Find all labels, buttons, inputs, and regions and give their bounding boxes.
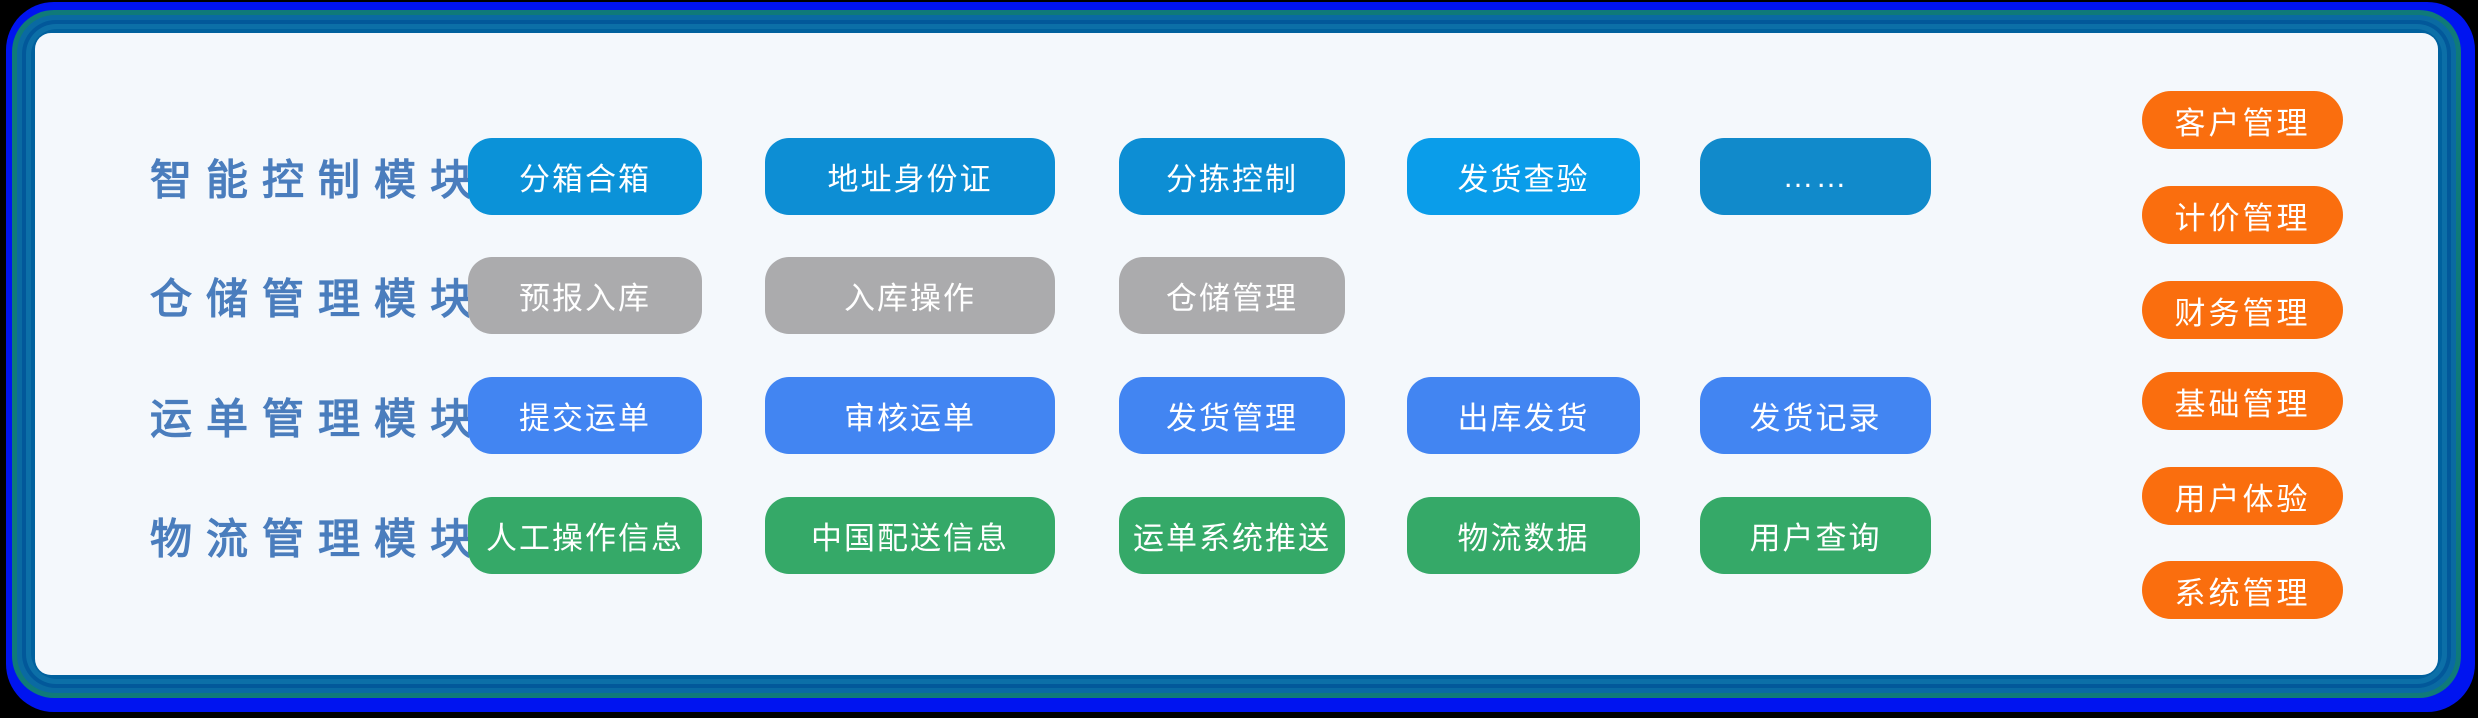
module-pill: 用户查询 [1700,497,1931,574]
module-pill: 提交运单 [468,377,702,454]
diagram-panel: 智能控制模块 分箱合箱 地址身份证 分拣控制 发货查验 …… 仓储管理模块 预报… [35,33,2438,675]
module-pill: 审核运单 [765,377,1055,454]
module-pill: 入库操作 [765,257,1055,334]
module-pill: 预报入库 [468,257,702,334]
frame-teal-ring: 智能控制模块 分箱合箱 地址身份证 分拣控制 发货查验 …… 仓储管理模块 预报… [12,10,2461,698]
row-label-logistics: 物流管理模块 [150,515,487,562]
frame-outer-ring: 智能控制模块 分箱合箱 地址身份证 分拣控制 发货查验 …… 仓储管理模块 预报… [6,2,2475,712]
module-row-waybill: 运单管理模块 提交运单 审核运单 发货管理 出库发货 发货记录 [35,377,2438,454]
module-pill-ellipsis: …… [1700,138,1931,215]
frame-stripe-ring: 智能控制模块 分箱合箱 地址身份证 分拣控制 发货查验 …… 仓储管理模块 预报… [22,20,2451,688]
module-pill: 人工操作信息 [468,497,702,574]
side-pill-pricing-mgmt: 计价管理 [2142,186,2343,244]
module-pill: 出库发货 [1407,377,1640,454]
row-label-waybill: 运单管理模块 [150,395,487,442]
side-pill-finance-mgmt: 财务管理 [2142,281,2343,339]
module-pill: 分箱合箱 [468,138,702,215]
module-row-smart-control: 智能控制模块 分箱合箱 地址身份证 分拣控制 发货查验 …… [35,138,2438,215]
side-pill-basic-mgmt: 基础管理 [2142,372,2343,430]
side-pill-user-experience: 用户体验 [2142,467,2343,525]
module-pill: 发货管理 [1119,377,1345,454]
module-pill: 仓储管理 [1119,257,1345,334]
module-pill: 物流数据 [1407,497,1640,574]
module-pill: 运单系统推送 [1119,497,1345,574]
row-label-smart-control: 智能控制模块 [150,156,487,203]
module-pill: 分拣控制 [1119,138,1345,215]
side-pill-customer-mgmt: 客户管理 [2142,91,2343,149]
frame-stripe-ring: 智能控制模块 分箱合箱 地址身份证 分拣控制 发货查验 …… 仓储管理模块 预报… [31,29,2442,679]
module-pill: 发货记录 [1700,377,1931,454]
module-pill: 中国配送信息 [765,497,1055,574]
frame-stripe-ring: 智能控制模块 分箱合箱 地址身份证 分拣控制 发货查验 …… 仓储管理模块 预报… [17,15,2456,693]
side-pill-system-mgmt: 系统管理 [2142,561,2343,619]
module-pill: 发货查验 [1407,138,1640,215]
row-label-warehouse: 仓储管理模块 [150,275,487,322]
frame-stripe-ring: 智能控制模块 分箱合箱 地址身份证 分拣控制 发货查验 …… 仓储管理模块 预报… [26,24,2447,684]
module-row-warehouse: 仓储管理模块 预报入库 入库操作 仓储管理 [35,257,2438,334]
module-pill: 地址身份证 [765,138,1055,215]
module-row-logistics: 物流管理模块 人工操作信息 中国配送信息 运单系统推送 物流数据 用户查询 [35,497,2438,574]
